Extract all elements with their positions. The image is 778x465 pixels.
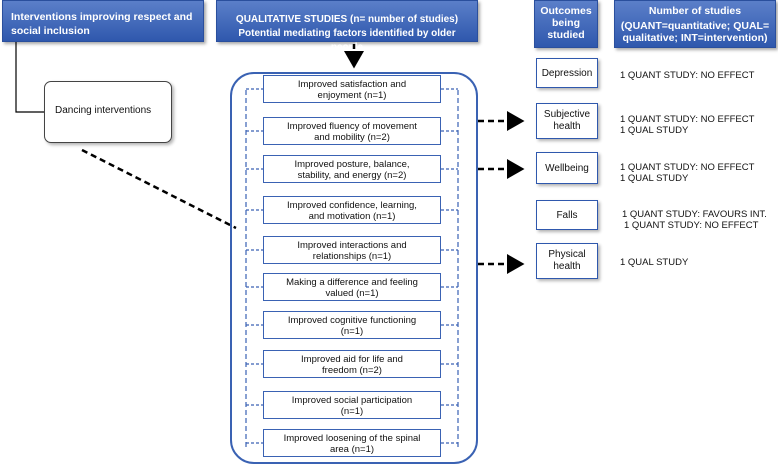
- factor-line1: Improved interactions and: [297, 240, 407, 251]
- evidence-line: 1 QUANT STUDY: NO EFFECT: [620, 114, 755, 125]
- factor-line2: relationships (n=1): [312, 251, 392, 262]
- evidence-line: 1 QUANT STUDY: NO EFFECT: [624, 220, 759, 231]
- qualitative-header-line2: Potential mediating factors identified b…: [238, 28, 456, 53]
- evidence-line: 1 QUANT STUDY: FAVOURS INT.: [622, 209, 767, 220]
- evidence-line: 1 QUANT STUDY: NO EFFECT: [620, 70, 755, 81]
- factor-line1: Improved cognitive functioning: [287, 315, 417, 326]
- intervention-to-factors-arrow: [81, 148, 237, 230]
- outcome-physical-health: Physical health: [536, 243, 598, 279]
- factor-line2: stability, and energy (n=2): [297, 170, 407, 181]
- factor-line1: Improved loosening of the spinal: [283, 433, 421, 444]
- factor-box: Improved posture, balance, stability, an…: [263, 155, 441, 183]
- evidence-wellbeing: 1 QUANT STUDY: NO EFFECT 1 QUAL STUDY: [620, 162, 754, 184]
- factor-line1: Improved posture, balance,: [294, 159, 410, 170]
- evidence-depression: 1 QUANT STUDY: NO EFFECT: [620, 70, 754, 81]
- factor-box: Making a difference and feeling valued (…: [263, 273, 441, 301]
- outcome-falls: Falls: [536, 200, 598, 230]
- factor-box: Improved fluency of movement and mobilit…: [263, 117, 441, 145]
- factor-line2: and motivation (n=1): [308, 211, 396, 222]
- qualitative-studies-header: QUALITATIVE STUDIES (n= number of studie…: [216, 0, 478, 53]
- factor-line1: Improved social participation: [291, 395, 413, 406]
- evidence-physical-health: 1 QUAL STUDY: [620, 257, 688, 268]
- header-to-intervention-line: [15, 42, 44, 113]
- qualitative-header-line1: QUALITATIVE STUDIES (n= number of studie…: [235, 14, 459, 25]
- factor-line2: enjoyment (n=1): [317, 90, 387, 101]
- factor-line1: Improved confidence, learning,: [287, 200, 417, 211]
- number-header-line1: Number of studies: [648, 5, 742, 17]
- evidence-line: 1 QUANT STUDY: NO EFFECT: [620, 162, 755, 173]
- factor-line2: and mobility (n=2): [314, 132, 390, 143]
- factor-line1: Improved aid for life and: [301, 354, 403, 365]
- factor-line2: freedom (n=2): [322, 365, 382, 376]
- evidence-subjective-health: 1 QUANT STUDY: NO EFFECT 1 QUAL STUDY: [620, 114, 754, 136]
- outcome-subjective-health: Subjective health: [536, 103, 598, 139]
- factor-line2: (n=1): [340, 326, 364, 337]
- factor-box: Improved cognitive functioning (n=1): [263, 311, 441, 339]
- factor-box: Improved satisfaction and enjoyment (n=1…: [263, 75, 441, 103]
- factor-line1: Improved fluency of movement: [287, 121, 417, 132]
- factors-container: [230, 72, 478, 464]
- factor-line1: Improved satisfaction and: [297, 79, 407, 90]
- dancing-interventions-box: Dancing interventions: [44, 81, 172, 143]
- evidence-line: 1 QUAL STUDY: [620, 173, 689, 184]
- outcomes-header: Outcomes being studied: [534, 0, 598, 48]
- number-of-studies-header: Number of studies (QUANT=quantitative; Q…: [614, 0, 776, 48]
- evidence-line: 1 QUAL STUDY: [620, 257, 689, 268]
- interventions-header: Interventions improving respect and soci…: [2, 0, 204, 42]
- factor-box: Improved aid for life and freedom (n=2): [263, 350, 441, 378]
- factor-box: Improved confidence, learning, and motiv…: [263, 196, 441, 224]
- factor-line2: (n=1): [340, 406, 364, 417]
- outcome-wellbeing: Wellbeing: [536, 152, 598, 184]
- factor-line2: valued (n=1): [325, 288, 379, 299]
- factor-box: Improved loosening of the spinal area (n…: [263, 429, 441, 457]
- evidence-falls: 1 QUANT STUDY: FAVOURS INT. 1 QUANT STUD…: [622, 209, 767, 231]
- outcome-depression: Depression: [536, 58, 598, 88]
- evidence-line: 1 QUAL STUDY: [620, 125, 689, 136]
- factor-box: Improved interactions and relationships …: [263, 236, 441, 264]
- factor-line2: area (n=1): [329, 444, 375, 455]
- factor-box: Improved social participation (n=1): [263, 391, 441, 419]
- number-header-line2: (QUANT=quantitative; QUAL= qualitative; …: [620, 20, 770, 44]
- rail-ticks: [246, 88, 458, 444]
- factor-line1: Making a difference and feeling: [286, 277, 418, 288]
